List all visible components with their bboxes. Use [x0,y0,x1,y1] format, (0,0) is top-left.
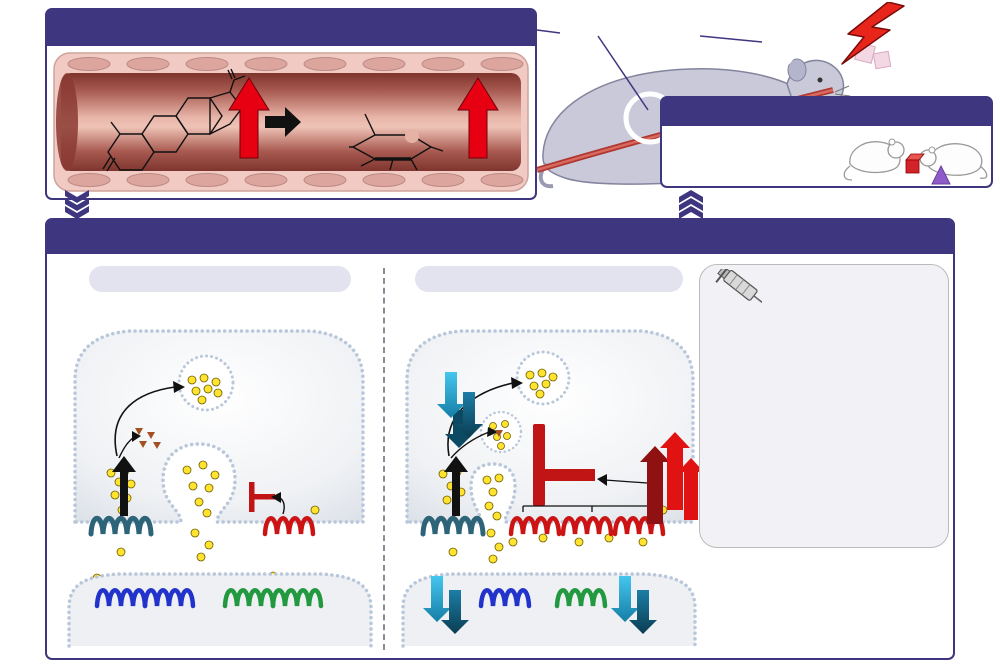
mouse-whiskers [834,85,850,97]
conversion-arrow [265,107,301,137]
mhpg-arrow [450,431,490,459]
box1-hyperglycemia [45,8,537,200]
box3-title-bar [662,98,991,126]
mouse-ear [787,58,807,82]
net-uptake-arrow [112,456,136,516]
lightning-icon [841,2,905,65]
glucose-up-arrow [457,77,499,159]
a1-down-arrow-2 [441,590,469,634]
b1-down-arrow-2 [629,590,657,634]
panel-stress-sugar [401,266,704,648]
inhibition-t-bar-stem [543,469,595,481]
mhpg-down-arrow [437,372,465,418]
red-cube-face [905,159,920,174]
mhpg-triangles [135,428,161,449]
b1-down-arrow [611,576,639,622]
chevron-down-icon [65,190,89,218]
na-vesicle [515,350,571,406]
panel-no-stress [67,266,373,648]
na-neuron-cell [73,329,365,524]
inhibition-t-bar-cap [533,424,545,506]
net-transporter [423,518,483,534]
synthesis-arrow [114,386,176,457]
mice-behavior-illustration [843,138,988,185]
box2-na-release [45,218,955,660]
inhibition-t-bar-stem [249,494,275,500]
a2-up-arrow-2 [678,458,704,520]
mirtazapine-panel [699,264,949,548]
mhpg-down-arrow-dark [445,410,473,448]
na-vesicle [177,354,235,412]
net-transporter [91,518,151,534]
mouse-eye [817,77,823,83]
chart-container [706,363,944,543]
na-neuron-cell [405,329,695,524]
effector-membrane [67,572,373,648]
mhpg-down-arrow-2 [455,392,483,438]
panel-separator [383,268,385,650]
net-uptake-arrow [444,456,468,516]
corticosterone-up-arrow [228,77,270,159]
box2-title-bar [47,220,953,254]
na-release-chart [720,363,938,519]
chevron-up-icon [679,190,703,218]
a1-down-arrow [423,576,451,622]
syringe-icon [715,269,762,307]
box3-depression [660,96,993,188]
a2-up-arrow [660,432,690,510]
a2-up-arrow-dark [640,446,670,524]
purple-pyramid-icon [931,164,951,185]
mhpg-triangle [495,430,503,437]
brain-callout-circle [753,26,797,70]
endothelial-cells [67,57,524,187]
blood-vessel-illustration [53,52,529,192]
na-dots [92,373,320,583]
corticosterone-structure [102,68,246,172]
box1-title-bar [47,10,535,46]
